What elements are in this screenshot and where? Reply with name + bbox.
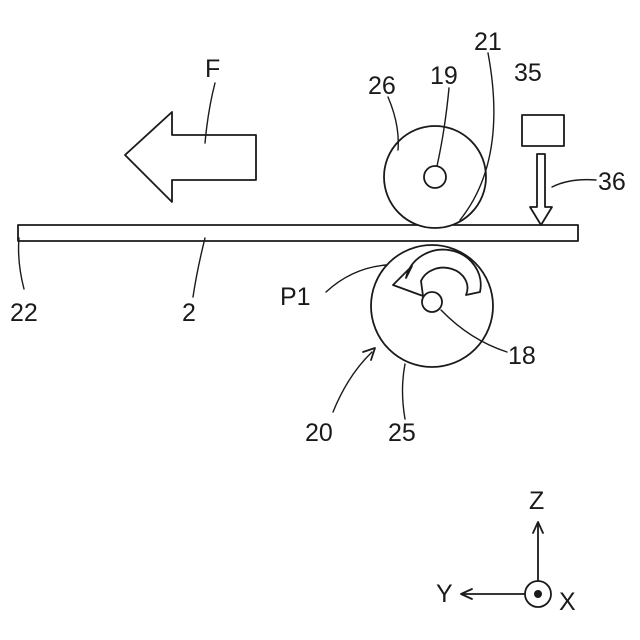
beam-leader — [552, 180, 596, 187]
sensor-label: 35 — [514, 59, 542, 87]
roller-unit-label: 20 — [305, 419, 333, 447]
sheet-edge-leader — [19, 238, 24, 289]
rotation-label: P1 — [280, 283, 311, 311]
sensor-box — [522, 115, 564, 146]
beam-label: 36 — [598, 168, 626, 196]
roller-unit-leader — [333, 352, 372, 412]
z-axis-label: Z — [529, 487, 544, 515]
sheet-leader — [193, 238, 205, 297]
lower-roller-label: 25 — [388, 419, 416, 447]
nip-label: 21 — [474, 28, 502, 56]
upper-shaft-label: 19 — [430, 62, 458, 90]
upper-shaft — [424, 166, 446, 188]
lower-shaft — [422, 292, 442, 312]
lower-shaft-label: 18 — [508, 342, 536, 370]
upper-roller-label: 26 — [368, 72, 396, 100]
lower-roller-leader — [403, 364, 406, 419]
sheet-label: 2 — [182, 299, 196, 327]
sheet — [18, 225, 578, 241]
feed-direction-arrow — [125, 112, 256, 202]
feed-direction-label: F — [205, 55, 220, 83]
beam-arrow — [530, 154, 552, 225]
feed-label-leader — [205, 83, 215, 143]
y-axis-label: Y — [436, 580, 453, 608]
x-axis-label: X — [559, 588, 576, 616]
x-axis-dot — [534, 590, 542, 598]
sheet-edge-label: 22 — [10, 299, 38, 327]
